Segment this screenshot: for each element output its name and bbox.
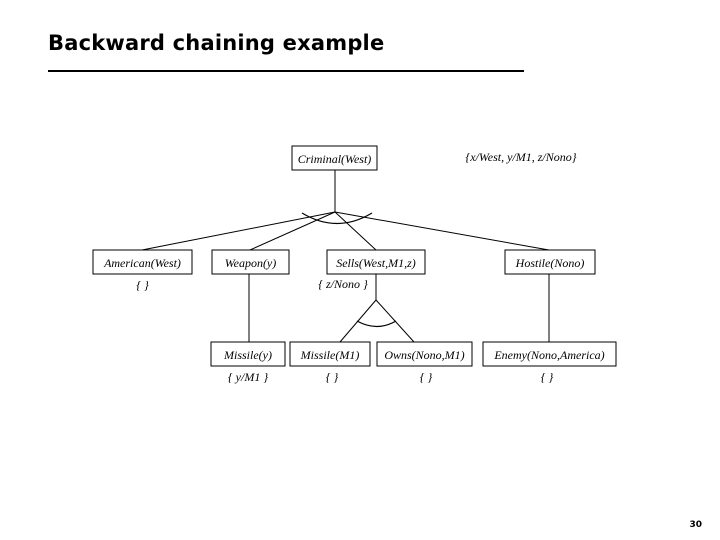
node-weapon-box[interactable] xyxy=(211,249,290,275)
node-weapon-label: Weapon(y) xyxy=(225,256,277,270)
node-owns-substitution: { } xyxy=(420,370,433,384)
node-criminal-box[interactable] xyxy=(291,145,378,171)
node-missile-m1[interactable]: Missile(M1) { } xyxy=(289,341,371,384)
node-missile-m1-box[interactable] xyxy=(289,341,371,367)
node-sells[interactable]: Sells(West,M1,z) { z/Nono } xyxy=(318,249,426,291)
node-enemy-label: Enemy(Nono,America) xyxy=(493,348,604,362)
edge-criminal-hostile xyxy=(334,211,550,251)
node-hostile-label: Hostile(Nono) xyxy=(515,256,585,270)
node-owns-box[interactable] xyxy=(376,341,473,367)
root-substitution-label: {x/West, y/M1, z/Nono} xyxy=(465,150,576,164)
node-enemy[interactable]: Enemy(Nono,America) { } xyxy=(482,341,617,384)
node-hostile[interactable]: Hostile(Nono) xyxy=(504,249,596,275)
node-criminal[interactable]: Criminal(West) xyxy=(291,145,378,171)
node-enemy-box[interactable] xyxy=(482,341,617,367)
node-sells-substitution: { z/Nono } xyxy=(318,277,368,291)
node-missile-y-box[interactable] xyxy=(210,341,286,367)
edge-criminal-weapon xyxy=(249,211,336,251)
node-missile-m1-label: Missile(M1) xyxy=(300,348,360,362)
node-american-box[interactable] xyxy=(92,249,193,275)
node-sells-box[interactable] xyxy=(326,249,426,275)
and-connector-arc-sells xyxy=(356,320,397,328)
edge-group-criminal xyxy=(141,170,550,251)
node-american-substitution: { } xyxy=(136,278,149,292)
node-weapon[interactable]: Weapon(y) xyxy=(211,249,290,275)
edge-criminal-sells xyxy=(334,211,377,251)
node-owns[interactable]: Owns(Nono,M1) { } xyxy=(376,341,473,384)
edge-criminal-american xyxy=(141,211,336,251)
node-missile-y[interactable]: Missile(y) { y/M1 } xyxy=(210,341,286,384)
title-divider xyxy=(48,70,524,72)
node-criminal-label: Criminal(West) xyxy=(298,152,372,166)
node-american[interactable]: American(West) { } xyxy=(92,249,193,292)
node-american-label: American(West) xyxy=(103,256,181,270)
node-missile-y-label: Missile(y) xyxy=(223,348,272,362)
node-enemy-substitution: { } xyxy=(541,370,554,384)
page-number: 30 xyxy=(689,520,702,530)
node-sells-label: Sells(West,M1,z) xyxy=(336,256,416,270)
page-title: Backward chaining example xyxy=(48,31,385,55)
edge-group-sells xyxy=(339,274,415,343)
node-hostile-box[interactable] xyxy=(504,249,596,275)
node-owns-label: Owns(Nono,M1) xyxy=(384,348,464,362)
node-missile-m1-substitution: { } xyxy=(326,370,339,384)
node-missile-y-substitution: { y/M1 } xyxy=(228,370,268,384)
and-connector-arc-criminal xyxy=(301,212,373,224)
